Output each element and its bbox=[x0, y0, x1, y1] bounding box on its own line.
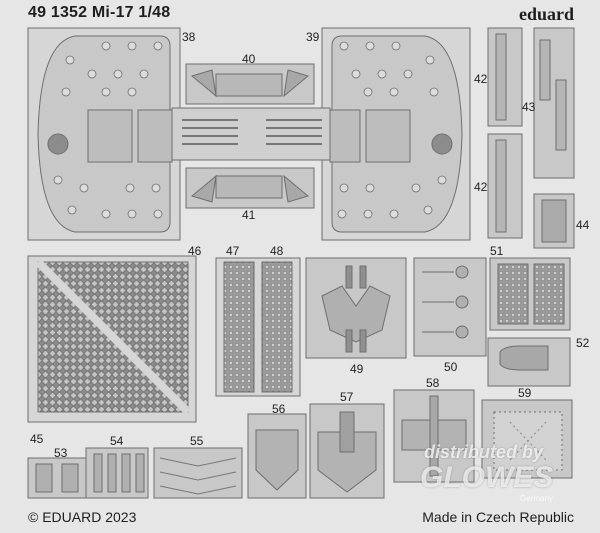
brand-logo-text: eduard bbox=[518, 4, 574, 24]
copyright-text: © EDUARD 2023 bbox=[28, 509, 137, 525]
part-label-57: 57 bbox=[340, 390, 354, 404]
part-40 bbox=[185, 63, 315, 105]
part-39-right-panel bbox=[321, 27, 471, 241]
part-label-38: 38 bbox=[182, 30, 196, 44]
part-55 bbox=[153, 447, 243, 499]
part-label-47: 47 bbox=[226, 244, 240, 258]
part-51 bbox=[489, 257, 571, 331]
part-label-40: 40 bbox=[242, 52, 256, 66]
watermark-line3: Germany bbox=[520, 494, 553, 503]
part-50 bbox=[413, 257, 487, 357]
part-label-58: 58 bbox=[426, 376, 440, 390]
part-label-56: 56 bbox=[272, 402, 286, 416]
part-label-43: 43 bbox=[522, 100, 536, 114]
part-58 bbox=[393, 389, 475, 483]
part-label-55: 55 bbox=[190, 434, 204, 448]
part-label-44: 44 bbox=[576, 218, 590, 232]
part-label-46: 46 bbox=[188, 244, 202, 258]
rivet-holes bbox=[53, 41, 447, 219]
part-label-48: 48 bbox=[270, 244, 284, 258]
part-46-mesh bbox=[27, 255, 197, 423]
part-label-52: 52 bbox=[576, 336, 590, 350]
part-label-59: 59 bbox=[518, 386, 532, 400]
origin-text: Made in Czech Republic bbox=[422, 509, 574, 525]
product-title: 49 1352 Mi-17 1/48 bbox=[28, 4, 171, 21]
part-label-50: 50 bbox=[444, 360, 458, 374]
part-label-53: 53 bbox=[54, 446, 68, 460]
part-57 bbox=[309, 403, 385, 499]
part-41 bbox=[185, 167, 315, 209]
watermark-logo: GLOWES bbox=[420, 461, 554, 494]
part-59 bbox=[481, 399, 573, 479]
watermark-line1: distributed by bbox=[424, 442, 544, 462]
part-label-41: 41 bbox=[242, 208, 256, 222]
part-label-51: 51 bbox=[490, 244, 504, 258]
part-label-39: 39 bbox=[306, 30, 320, 44]
part-47-48-mesh bbox=[215, 257, 301, 397]
part-56 bbox=[247, 413, 307, 499]
part-38-left-panel bbox=[27, 27, 181, 241]
part-label-54: 54 bbox=[110, 434, 124, 448]
part-52 bbox=[487, 337, 571, 387]
part-label-42-upper: 42 bbox=[474, 72, 488, 86]
part-label-49: 49 bbox=[350, 362, 364, 376]
part-label-42-lower: 42 bbox=[474, 180, 488, 194]
part-49 bbox=[305, 257, 407, 359]
center-strip bbox=[171, 107, 331, 161]
part-label-45: 45 bbox=[30, 432, 44, 446]
